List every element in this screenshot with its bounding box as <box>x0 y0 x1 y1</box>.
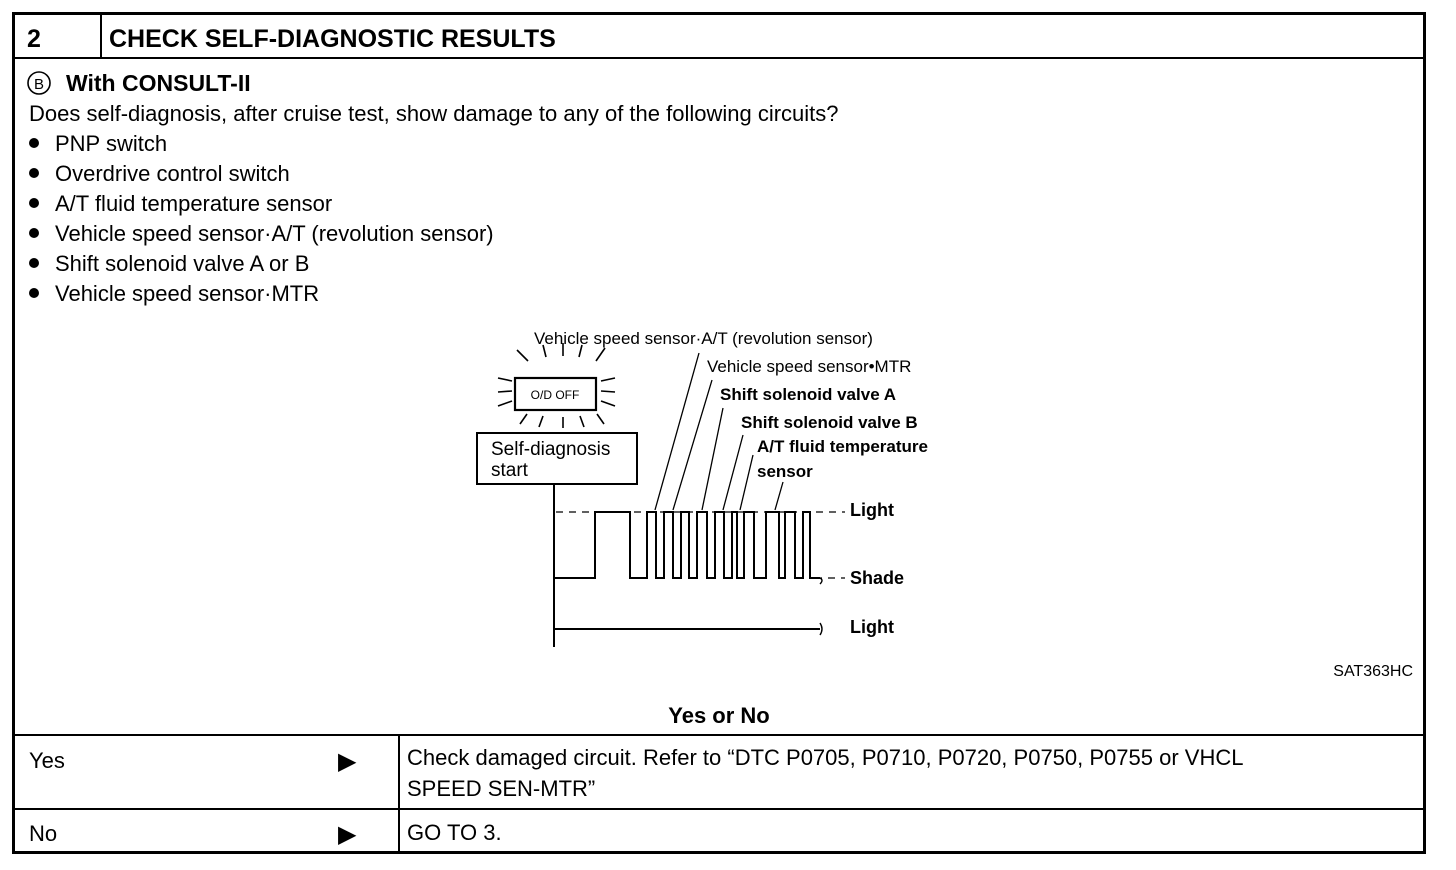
diagnostic-pulse-waveform <box>554 511 820 579</box>
consult-question: Does self-diagnosis, after cruise test, … <box>29 101 839 126</box>
list-item: Shift solenoid valve A or B <box>29 251 309 277</box>
bullet-icon <box>29 288 39 299</box>
label-light: Light <box>850 500 894 520</box>
answer-no: No <box>29 821 58 846</box>
decision-label: Yes or No <box>668 703 770 728</box>
list-item: PNP switch <box>29 131 167 157</box>
label-ssv-b: Shift solenoid valve B <box>741 413 918 432</box>
answers-mid-rule <box>15 808 1423 810</box>
bullet-icon <box>29 198 39 209</box>
label-ssv-a: Shift solenoid valve A <box>720 385 896 404</box>
step-title: CHECK SELF-DIAGNOSTIC RESULTS <box>109 25 556 53</box>
procedure-table: 2 CHECK SELF-DIAGNOSTIC RESULTS B With C… <box>12 12 1426 854</box>
leader-lines <box>654 352 784 511</box>
label-light-2: Light <box>850 617 894 637</box>
answer-yes: Yes <box>29 748 65 773</box>
start-label-1: Self-diagnosis <box>491 439 610 460</box>
step-number: 2 <box>27 25 41 53</box>
list-item: Vehicle speed sensor·A/T (revolution sen… <box>29 221 494 247</box>
list-item: A/T fluid temperature sensor <box>29 191 332 217</box>
play-arrow-icon: ▶ <box>338 821 357 848</box>
bullet-icon <box>29 228 39 239</box>
play-arrow-icon: ▶ <box>338 748 357 775</box>
action-no: GO TO 3. <box>407 820 502 845</box>
label-atf-2: sensor <box>757 462 813 481</box>
self-diagnosis-figure: O/D OFF Self-diagnosis start Vehicle spe… <box>476 329 1413 680</box>
bullet-icon <box>29 258 39 269</box>
answers-top-rule <box>15 734 1423 736</box>
label-vss-at: Vehicle speed sensor·A/T (revolution sen… <box>534 329 873 348</box>
start-label-2: start <box>491 460 529 481</box>
action-yes-line-1: Check damaged circuit. Refer to “DTC P07… <box>407 745 1244 770</box>
od-off-lamp-icon <box>513 376 598 412</box>
label-atf-1: A/T fluid temperature <box>757 437 928 456</box>
start-box <box>476 432 638 485</box>
light-tick <box>819 622 823 636</box>
svg-text:B: B <box>34 76 44 93</box>
action-yes-line-2: SPEED SEN-MTR” <box>407 776 596 801</box>
answers-divider <box>398 734 400 851</box>
consult-heading: With CONSULT-II <box>66 70 251 96</box>
header-divider <box>100 15 102 58</box>
consult-icon: B <box>26 70 52 101</box>
label-vss-mtr: Vehicle speed sensor•MTR <box>707 357 911 376</box>
bullet-icon <box>29 138 39 149</box>
list-item: Vehicle speed sensor·MTR <box>29 281 319 307</box>
lamp-text: O/D OFF <box>531 388 580 402</box>
shade-tick <box>819 577 823 585</box>
header-rule <box>15 57 1423 59</box>
label-shade: Shade <box>850 568 904 588</box>
list-item: Overdrive control switch <box>29 161 290 187</box>
figure-ref-code: SAT363HC <box>1333 663 1413 680</box>
lamp-rays <box>497 343 616 428</box>
bullet-icon <box>29 168 39 179</box>
